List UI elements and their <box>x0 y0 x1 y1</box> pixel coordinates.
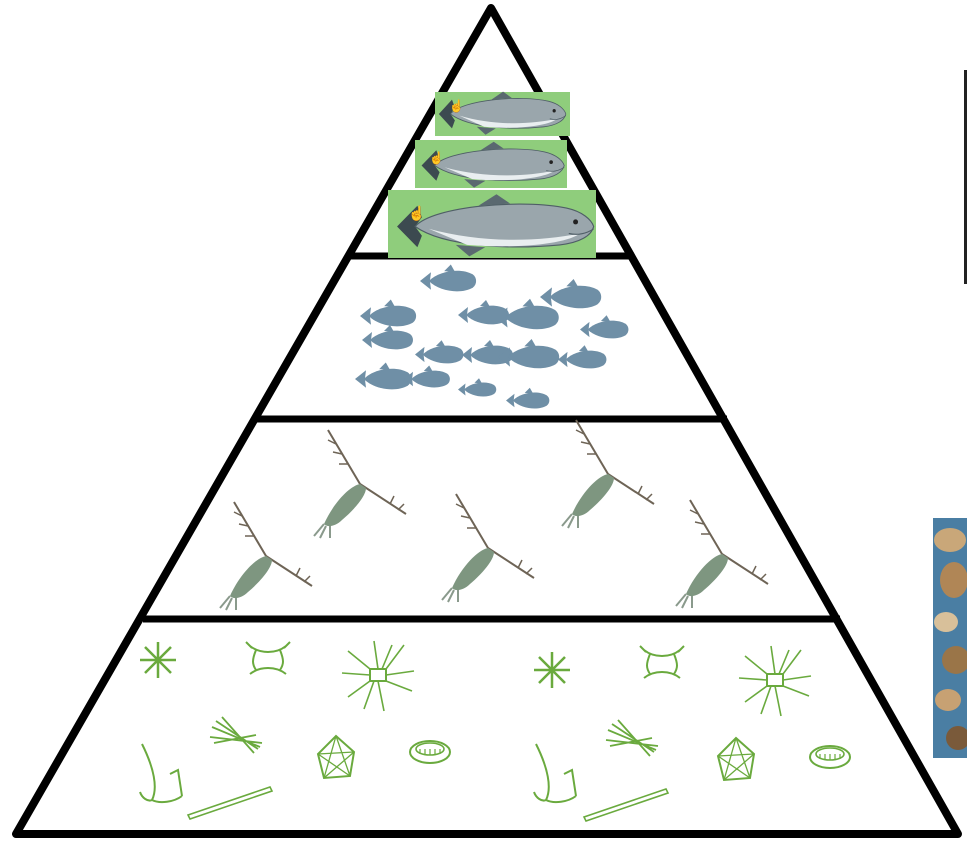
algae-icon <box>534 652 570 688</box>
tier-top-predator: ☝ ☝ ☝ <box>388 92 596 258</box>
cursor-icon: ☝ <box>429 150 444 165</box>
salmon-card[interactable]: ☝ <box>415 140 567 188</box>
salmon-card[interactable]: ☝ <box>435 92 570 136</box>
salmon-card[interactable]: ☝ <box>388 190 596 258</box>
algae-icon <box>140 642 176 678</box>
mussel-photo-card[interactable] <box>933 518 967 758</box>
cursor-icon: ☝ <box>449 98 464 113</box>
cursor-icon: ☝ <box>408 204 425 222</box>
